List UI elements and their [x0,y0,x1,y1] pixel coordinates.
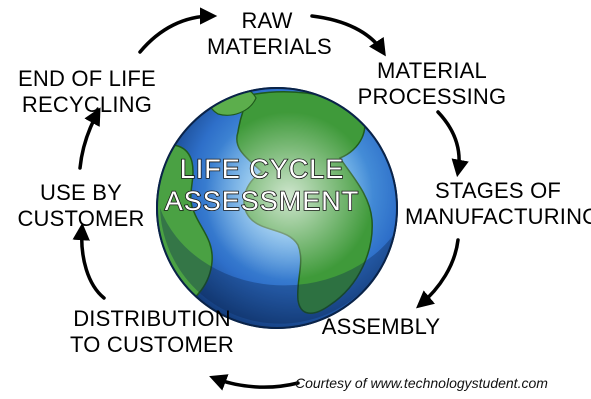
arrow-processing-to-manufacturing [436,110,469,178]
stage-material-processing-line1: MATERIAL [377,58,487,83]
stage-assembly-line1: ASSEMBLY [321,314,441,339]
stage-recycling-line2: RECYCLING [21,92,153,117]
center-title-line1: LIFE CYCLE [180,154,345,184]
stage-manufacturing: STAGES OF MANUFACTURING [405,178,591,230]
stage-manufacturing-line1: STAGES OF [434,178,562,203]
stage-material-processing: MATERIAL PROCESSING [357,58,507,110]
stage-use-line1: USE BY [40,180,122,205]
arrow-raw-to-processing [310,14,386,57]
arrow-use-to-recycling [78,107,101,170]
credit-text: Courtesy of www.technologystudent.com [295,375,548,391]
arrow-manufacturing-to-assembly [416,238,460,309]
stage-distribution: DISTRIBUTION TO CUSTOMER [52,306,252,358]
globe-icon [156,87,398,329]
center-title-line2: ASSESSMENT [165,186,360,216]
stage-raw-materials-line1: RAW [241,8,293,33]
arrow-assembly-to-distribution [209,374,300,391]
stage-raw-materials: RAW MATERIALS [207,8,332,60]
stage-manufacturing-line2: MANUFACTURING [405,204,591,229]
stage-material-processing-line2: PROCESSING [357,84,507,109]
stage-distribution-line1: DISTRIBUTION [73,306,231,331]
arrow-recycling-to-raw [138,7,218,54]
stage-recycling-line1: END OF LIFE [18,66,156,91]
stage-recycling: END OF LIFE RECYCLING [12,66,162,118]
stage-distribution-line2: TO CUSTOMER [70,332,234,357]
stage-use-line2: CUSTOMER [17,206,145,231]
arrow-distribution-to-use [72,222,106,300]
stage-raw-materials-line2: MATERIALS [207,34,332,59]
stage-assembly: ASSEMBLY [316,314,446,340]
stage-use: USE BY CUSTOMER [6,180,156,232]
